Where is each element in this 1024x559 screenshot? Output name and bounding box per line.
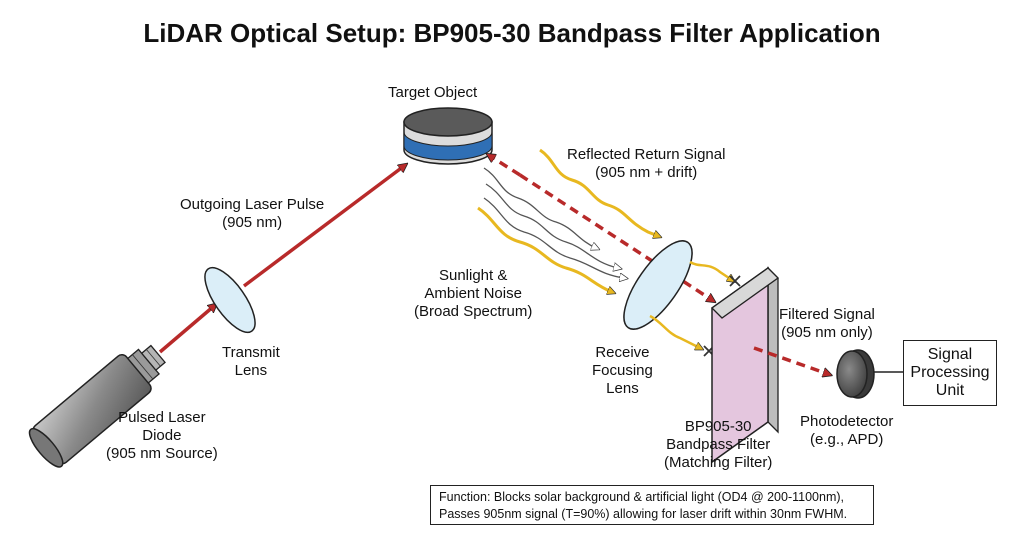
label-sunlight-noise: Sunlight & Ambient Noise (Broad Spectrum…: [414, 267, 533, 320]
outgoing-beam-segment-2: [242, 166, 404, 288]
label-transmit-lens: Transmit Lens: [222, 344, 280, 379]
label-bandpass-filter: BP905-30 Bandpass Filter (Matching Filte…: [664, 418, 773, 471]
reflected-signal-wave: [539, 148, 658, 236]
block-mark-upper: [729, 275, 741, 287]
pulsed-laser-diode: [28, 344, 166, 468]
photodetector-shape: [836, 349, 875, 399]
return-beam-to-filter: [519, 173, 712, 300]
page-title: LiDAR Optical Setup: BP905-30 Bandpass F…: [143, 18, 881, 48]
ambient-wave-white-3: [483, 197, 624, 278]
transmit-lens-shape: [204, 266, 256, 334]
label-filtered-signal: Filtered Signal (905 nm only): [779, 306, 875, 341]
ambient-wave-white-2: [485, 183, 618, 268]
target-object-shape: [403, 107, 493, 165]
blocked-noise-upper: [689, 260, 732, 280]
ambient-wave-white-1: [483, 167, 596, 248]
signal-processing-unit: Signal Processing Unit: [903, 340, 997, 406]
label-outgoing-pulse: Outgoing Laser Pulse (905 nm): [180, 196, 325, 231]
filtered-signal-beam: [753, 346, 828, 374]
label-photodetector: Photodetector (e.g., APD): [800, 413, 894, 448]
return-beam-back-to-target: [490, 156, 521, 177]
label-reflected-signal: Reflected Return Signal (905 nm + drift): [567, 146, 726, 181]
label-laser-diode: Pulsed Laser Diode (905 nm Source): [106, 409, 218, 462]
blocked-noise-lower: [649, 314, 700, 348]
outgoing-beam-segment-1: [158, 306, 214, 354]
label-receive-lens: Receive Focusing Lens: [592, 344, 653, 397]
function-description-box: Function: Blocks solar background & arti…: [430, 485, 874, 525]
receive-lens-shape: [623, 240, 693, 330]
bandpass-filter-shape: [710, 266, 780, 464]
label-target-object: Target Object: [388, 84, 478, 101]
ambient-wave-yellow-1: [477, 206, 612, 292]
